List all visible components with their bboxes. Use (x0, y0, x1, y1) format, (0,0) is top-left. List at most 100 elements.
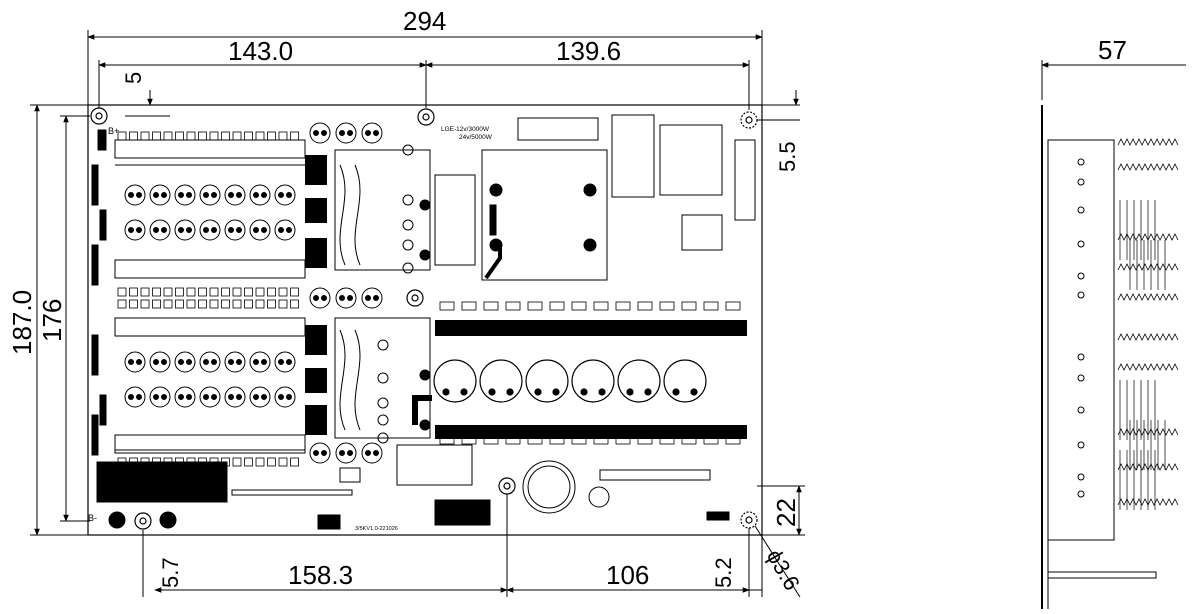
transistor (221, 131, 230, 141)
board-outline (87, 104, 763, 536)
transistor (198, 131, 207, 141)
transistor (505, 435, 521, 445)
transistor (175, 299, 184, 309)
dim-overall-width: 294 (403, 6, 446, 36)
transistor (593, 435, 609, 445)
fin-profile (1117, 263, 1179, 271)
small-capacitor (199, 351, 221, 373)
transistor (186, 299, 196, 309)
small-capacitor (174, 184, 196, 206)
transistor (163, 287, 173, 297)
bottom-components (96, 444, 730, 530)
transistor (461, 301, 477, 311)
small-capacitor (335, 442, 357, 464)
fin-profile (1117, 333, 1179, 341)
dim-left-span: 143.0 (228, 36, 293, 66)
transistor (140, 299, 150, 309)
transistor (163, 299, 173, 309)
left-sections (114, 139, 306, 454)
transistor (255, 287, 265, 297)
transistor (615, 301, 631, 311)
small-capacitor (149, 219, 171, 241)
transistor (140, 131, 150, 141)
capacitor-rows (124, 122, 383, 464)
small-capacitor (361, 287, 383, 309)
small-capacitor (174, 386, 196, 408)
small-capacitor (149, 386, 171, 408)
rating-label-2: 24v/5000W (459, 134, 493, 141)
board-text: B+ B- LGE-12v/3000W 24v/5000W 3/5KV1.0-2… (88, 126, 493, 532)
transistor (186, 131, 196, 141)
transistor (221, 299, 230, 309)
transistor (278, 299, 288, 309)
transistor (244, 457, 253, 467)
transistor (637, 301, 653, 311)
small-capacitor (249, 351, 271, 373)
small-capacitor (174, 219, 196, 241)
transistor (290, 131, 299, 141)
transistor (483, 435, 499, 445)
transistor (615, 435, 631, 445)
dim-side-depth: 57 (1098, 35, 1127, 65)
large-capacitor (571, 359, 615, 403)
transistor (549, 435, 565, 445)
dim-right-hole-offset: 5.5 (775, 141, 800, 172)
transistor (659, 435, 675, 445)
large-capacitor (525, 359, 569, 403)
transistor (255, 299, 265, 309)
fin-profile (1117, 363, 1179, 371)
side-panel (1047, 139, 1115, 541)
dim-bottom-left-span: 158.3 (288, 560, 353, 590)
small-capacitor (249, 184, 271, 206)
large-capacitor (479, 359, 523, 403)
small-capacitor (274, 219, 296, 241)
transistor (593, 301, 609, 311)
transistor (637, 435, 653, 445)
small-capacitor (274, 351, 296, 373)
transistor (725, 301, 741, 311)
large-capacitor (617, 359, 661, 403)
small-capacitor (309, 287, 331, 309)
transistor (483, 301, 499, 311)
small-capacitor (249, 219, 271, 241)
small-capacitor (199, 386, 221, 408)
transistor (290, 457, 299, 467)
transistor (209, 299, 219, 309)
small-capacitor (309, 442, 331, 464)
dim-overall-height: 187.0 (7, 290, 37, 355)
transistor (725, 435, 741, 445)
transistor (255, 131, 265, 141)
small-capacitor (274, 184, 296, 206)
small-capacitor (224, 219, 246, 241)
transistor (129, 299, 138, 309)
side-holes (1077, 158, 1085, 498)
transistor (163, 131, 173, 141)
small-capacitor (199, 219, 221, 241)
small-capacitor (124, 219, 146, 241)
front-view: B+ B- LGE-12v/3000W 24v/5000W 3/5KV1.0-2… (7, 6, 805, 598)
large-capacitors (433, 359, 707, 403)
transistor (244, 287, 253, 297)
dimension-text: 294 143.0 139.6 5 5.5 187.0 176 5.7 158.… (7, 6, 805, 595)
transistor (571, 435, 587, 445)
transistor (681, 435, 697, 445)
transistor (703, 301, 719, 311)
transistor (267, 457, 276, 467)
small-capacitor (274, 386, 296, 408)
small-capacitor (124, 386, 146, 408)
transistor (278, 457, 288, 467)
version-label: 3/5KV1.0-221026 (355, 526, 398, 532)
small-capacitor (361, 122, 383, 144)
fin-profile (1117, 293, 1179, 301)
dim-bottom-right-span: 106 (606, 560, 649, 590)
transistor (439, 435, 455, 445)
dimension-lines (30, 30, 805, 598)
transistor (267, 287, 276, 297)
transistor (152, 287, 161, 297)
transistor (129, 287, 138, 297)
small-capacitor (224, 184, 246, 206)
heatsink-bars (305, 155, 747, 439)
small-capacitor (149, 351, 171, 373)
